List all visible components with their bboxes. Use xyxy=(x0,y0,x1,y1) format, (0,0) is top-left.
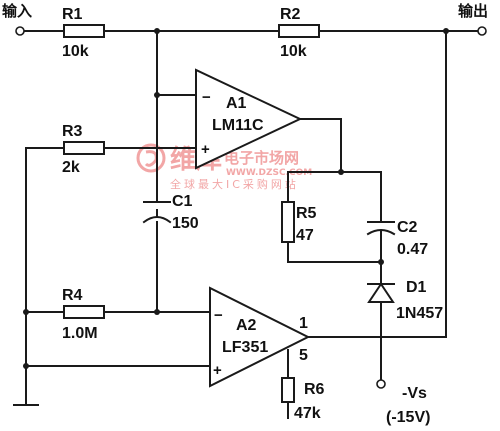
input-terminal xyxy=(15,26,25,36)
opamp-a1: − + xyxy=(195,68,303,170)
supply-value: (-15V) xyxy=(386,409,430,426)
c1-ref: C1 xyxy=(172,193,193,210)
r3-value: 2k xyxy=(62,159,80,176)
r2-value: 10k xyxy=(280,43,307,60)
junction-dot xyxy=(338,169,344,175)
r4-ref: R4 xyxy=(62,287,83,304)
junction-dot xyxy=(23,363,29,369)
a1-part: LM11C xyxy=(212,117,264,134)
junction-dot xyxy=(23,309,29,315)
d1-value: 1N457 xyxy=(396,305,443,322)
junctions xyxy=(23,28,449,369)
resistor-r3 xyxy=(63,141,105,155)
junction-dot xyxy=(154,309,160,315)
input-label: 输入 xyxy=(2,2,32,20)
a2-pin-trim: 5 xyxy=(299,347,308,364)
c1-value: 150 xyxy=(172,215,199,232)
labels: R1 10k R2 10k R3 2k R4 1.0M R5 47 R6 47k… xyxy=(62,6,443,426)
a2-minus-sign: − xyxy=(214,307,223,324)
a1-ref: A1 xyxy=(226,95,247,112)
c2-ref: C2 xyxy=(397,219,418,236)
diode-d1 xyxy=(367,282,395,303)
r3-ref: R3 xyxy=(62,123,83,140)
r6-value: 47k xyxy=(294,405,321,422)
r5-value: 47 xyxy=(296,227,314,244)
capacitor-c2 xyxy=(366,221,396,236)
junction-dot xyxy=(378,259,384,265)
output-terminal xyxy=(477,26,487,36)
a2-plus-sign: + xyxy=(213,362,222,379)
a2-pin-out: 1 xyxy=(299,315,308,332)
a2-ref: A2 xyxy=(236,317,257,334)
junction-dot xyxy=(443,28,449,34)
watermark-url: WWW.DZSC.COM xyxy=(226,168,312,178)
r4-value: 1.0M xyxy=(62,325,98,342)
r1-value: 10k xyxy=(62,43,89,60)
resistor-r6 xyxy=(281,377,295,403)
junction-dot xyxy=(154,92,160,98)
junction-dot xyxy=(154,28,160,34)
r5-ref: R5 xyxy=(296,205,317,222)
capacitor-c1 xyxy=(142,201,172,224)
resistor-r1 xyxy=(63,24,105,38)
watermark-slogan: 全球最大IC采购网站 xyxy=(170,177,299,191)
resistor-r5 xyxy=(281,201,295,243)
resistor-r4 xyxy=(63,305,105,319)
r1-ref: R1 xyxy=(62,6,83,23)
wires xyxy=(23,30,479,419)
r6-ref: R6 xyxy=(304,381,325,398)
r2-ref: R2 xyxy=(280,6,301,23)
a1-plus-sign: + xyxy=(201,141,210,158)
c2-value: 0.47 xyxy=(397,241,428,258)
opamp-a2: − + xyxy=(209,286,311,388)
supply-label: -Vs xyxy=(402,385,427,402)
a2-part: LF351 xyxy=(222,339,268,356)
resistor-r2 xyxy=(278,24,320,38)
supply-terminal xyxy=(376,379,386,389)
d1-ref: D1 xyxy=(406,279,427,296)
output-label: 输出 xyxy=(458,2,488,20)
a1-minus-sign: − xyxy=(202,89,211,106)
watermark-title: 电子市场网 xyxy=(224,149,299,167)
